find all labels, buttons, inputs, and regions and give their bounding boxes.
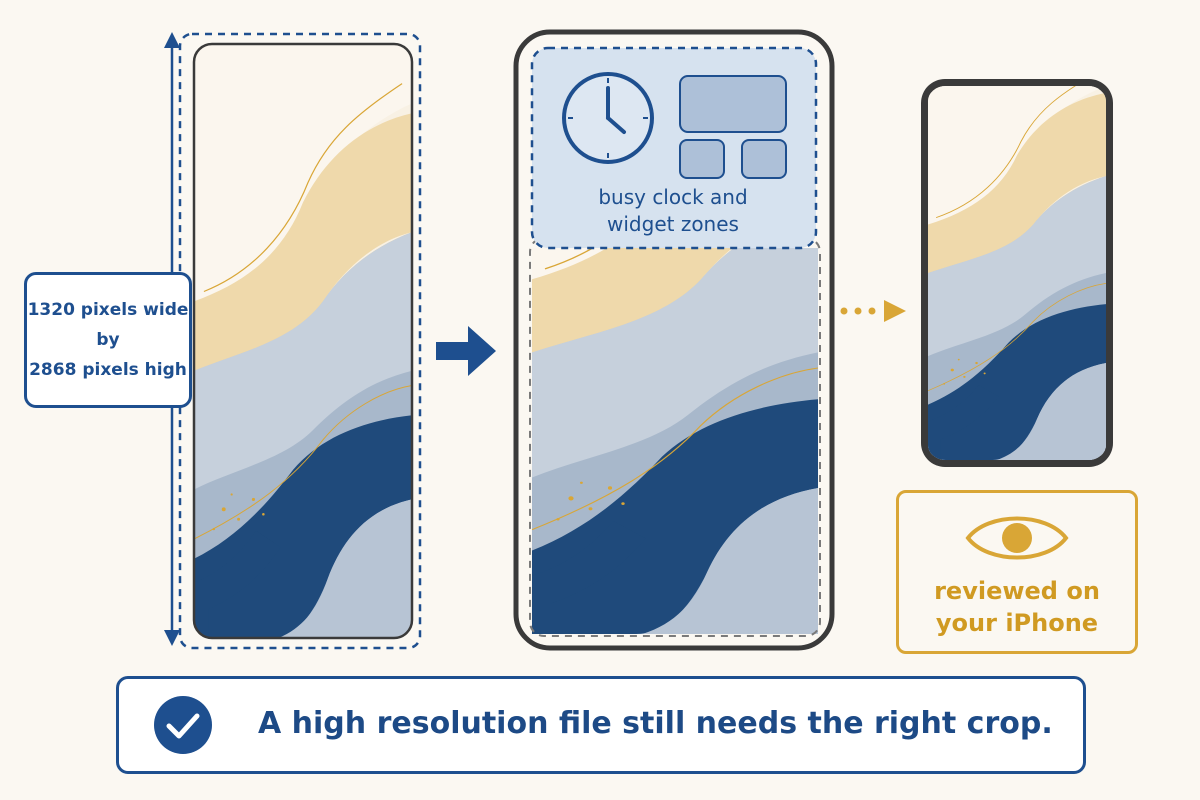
phone-preview-diagram [513,29,835,651]
clock-icon [562,72,654,164]
review-line-1: reviewed on [934,577,1100,605]
source-wallpaper-diagram [164,32,422,650]
small-phone-preview [921,79,1113,467]
widget-block-icon [679,75,787,179]
source-dashed-outline [178,32,422,650]
dimension-line-1: 1320 pixels wide [27,300,189,320]
review-text: reviewed on your iPhone [896,575,1138,639]
right-arrow-icon [436,326,496,376]
banner-text: A high resolution file still needs the r… [258,706,1053,741]
eye-icon [965,516,1069,560]
dimension-line-3: 2868 pixels high [29,360,187,380]
zone-caption-line-2: widget zones [607,212,739,236]
zone-caption: busy clock and widget zones [540,184,806,238]
zone-caption-line-1: busy clock and [598,185,748,209]
source-wallpaper-border [192,42,414,640]
dimension-label: 1320 pixels wide by 2868 pixels high [24,272,192,408]
dotted-arrow-icon [840,300,906,322]
height-arrow-bottom [164,630,180,646]
height-arrow-top [164,32,180,48]
conclusion-banner [116,676,1086,774]
dimension-line-2: by [96,330,120,350]
review-line-2: your iPhone [935,609,1099,637]
check-circle-icon [154,696,212,754]
